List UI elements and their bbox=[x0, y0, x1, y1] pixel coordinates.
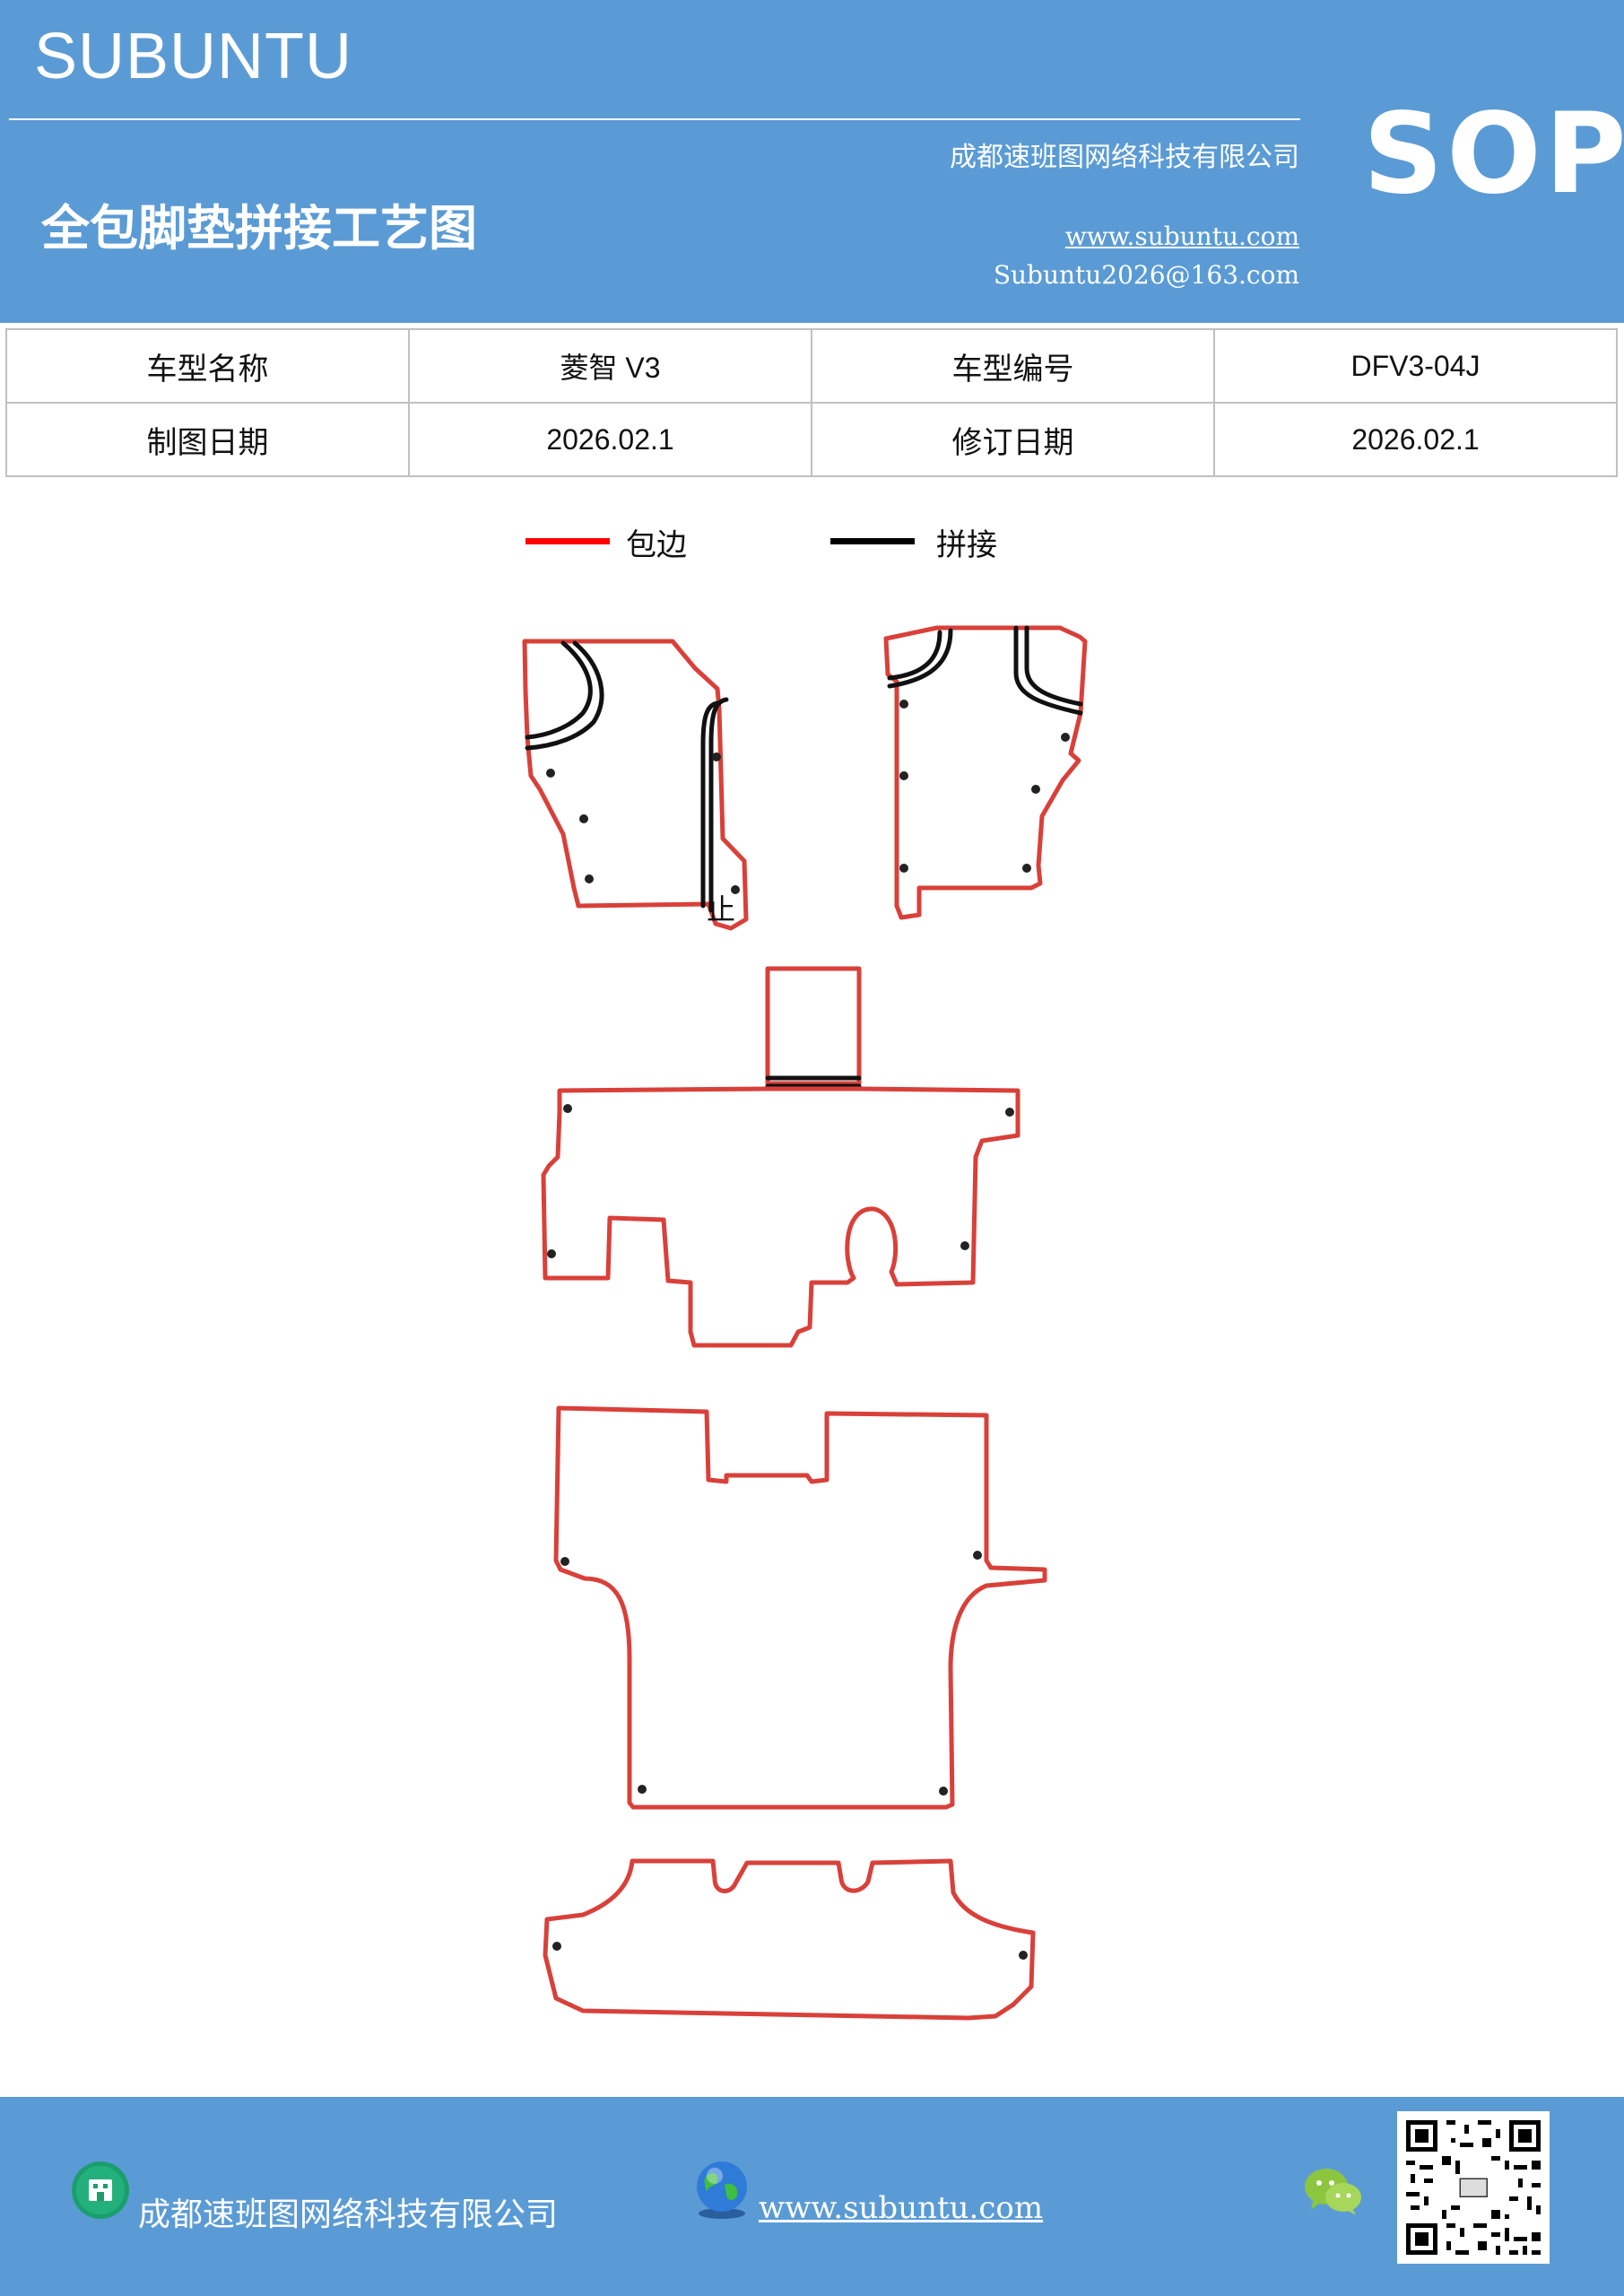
legend-label-binding: 包边 bbox=[626, 527, 687, 563]
header-company: 成都速班图网络科技有限公司 bbox=[950, 142, 1299, 173]
globe-icon bbox=[697, 2161, 747, 2219]
label-model-code: 车型编号 bbox=[811, 328, 1215, 404]
brand-name: SUBUNTU bbox=[34, 21, 353, 92]
vehicle-info-table: 车型名称 菱智 V3 车型编号 DFV3-04J 制图日期 2026.02.1 … bbox=[5, 328, 1618, 477]
sop-badge: SOP bbox=[1363, 90, 1624, 219]
front-right-mat bbox=[883, 625, 1088, 920]
footer-company: 成都速班图网络科技有限公司 bbox=[138, 2196, 559, 2233]
building-icon bbox=[72, 2161, 129, 2219]
header-banner: SUBUNTU 全包脚垫拼接工艺图 成都速班图网络科技有限公司 www.subu… bbox=[0, 0, 1624, 323]
front-left-mat: 止 bbox=[522, 639, 749, 931]
value-model-code: DFV3-04J bbox=[1213, 328, 1618, 404]
table-row: 制图日期 2026.02.1 修订日期 2026.02.1 bbox=[5, 402, 1618, 477]
document-title: 全包脚垫拼接工艺图 bbox=[41, 199, 477, 257]
wechat-icon bbox=[1305, 2169, 1361, 2215]
second-row-mat bbox=[553, 1405, 1047, 1810]
qr-code bbox=[1397, 2111, 1550, 2264]
value-model-name: 菱智 V3 bbox=[408, 328, 812, 404]
legend: 包边 拼接 bbox=[0, 520, 1624, 574]
legend-label-seam: 拼接 bbox=[936, 527, 997, 563]
third-row-mat bbox=[543, 1858, 1036, 2021]
label-draw-date: 制图日期 bbox=[5, 402, 410, 477]
footer-banner: 成都速班图网络科技有限公司 www.subuntu.com bbox=[0, 2097, 1624, 2296]
value-revise-date: 2026.02.1 bbox=[1213, 402, 1618, 477]
label-revise-date: 修订日期 bbox=[811, 402, 1215, 477]
floor-mat-diagram: 止 bbox=[522, 625, 1088, 2021]
legend-swatch-seam bbox=[830, 538, 915, 544]
middle-mat bbox=[541, 966, 1020, 1348]
footer-website-link[interactable]: www.subuntu.com bbox=[759, 2190, 1044, 2226]
label-model-name: 车型名称 bbox=[5, 328, 410, 404]
table-row: 车型名称 菱智 V3 车型编号 DFV3-04J bbox=[5, 328, 1618, 404]
legend-swatch-binding bbox=[525, 538, 610, 544]
value-draw-date: 2026.02.1 bbox=[408, 402, 812, 477]
header-divider bbox=[9, 118, 1300, 120]
header-website-link[interactable]: www.subuntu.com bbox=[1064, 222, 1299, 251]
stop-mark-label: 止 bbox=[707, 892, 735, 926]
header-email: Subuntu2026@163.com bbox=[993, 260, 1299, 290]
